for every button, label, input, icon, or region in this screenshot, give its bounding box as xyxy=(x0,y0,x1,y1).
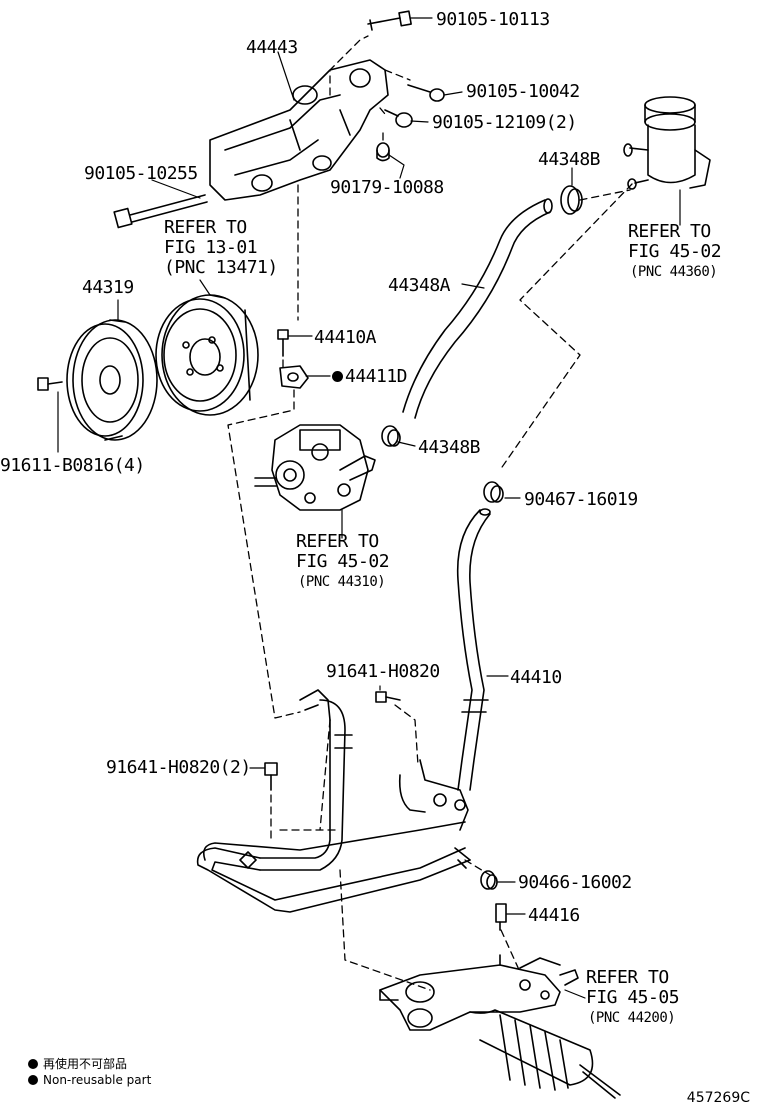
label-44348B-top: 44348B xyxy=(538,149,601,170)
label-44416: 44416 xyxy=(528,905,580,926)
dashed-leaders xyxy=(227,35,633,991)
bracket-44443 xyxy=(209,59,389,201)
bolt-90105-10042 xyxy=(407,84,445,102)
legend-text-en: Non-reusable part xyxy=(43,1073,152,1087)
bolt-91641-H0820 xyxy=(375,691,401,703)
bolt-90105-10255 xyxy=(113,194,208,229)
pump-44310 xyxy=(254,424,376,511)
label-pnc-13471: (PNC 13471) xyxy=(164,257,278,278)
label-91641-H0820-2: 91641-H0820(2) xyxy=(106,757,251,778)
hose-44348A xyxy=(402,198,553,419)
label-refer-to-1: REFER TO xyxy=(164,217,247,238)
label-90105-10113: 90105-10113 xyxy=(436,9,550,30)
label-fig-45-02-b: FIG 45-02 xyxy=(296,551,390,572)
label-44410: 44410 xyxy=(510,667,562,688)
label-44410A: 44410A xyxy=(314,327,377,348)
collar-90179-10088 xyxy=(376,142,390,162)
bullet-icon xyxy=(28,1075,38,1085)
label-44443: 44443 xyxy=(246,37,298,58)
bolt-91611-B0816 xyxy=(37,377,63,391)
figure-id: 457269C xyxy=(686,1090,750,1106)
label-refer-to-2: REFER TO xyxy=(628,221,711,242)
pressure-tube xyxy=(196,689,471,913)
leader-lines xyxy=(57,17,681,999)
label-refer-to-4: REFER TO xyxy=(586,967,669,988)
pulley-13471 xyxy=(155,294,259,416)
label-90179-10088: 90179-10088 xyxy=(330,177,444,198)
bolt-91641-H0820-2 xyxy=(264,762,278,791)
label-fig-45-02-a: FIG 45-02 xyxy=(628,241,722,262)
label-90105-12109: 90105-12109(2) xyxy=(432,112,577,133)
label-refer-to-3: REFER TO xyxy=(296,531,379,552)
label-pnc-44200: (PNC 44200) xyxy=(588,1010,676,1026)
label-fig-13-01: FIG 13-01 xyxy=(164,237,258,258)
bullet-icon xyxy=(28,1059,38,1069)
clamp-90467-16019 xyxy=(483,481,504,503)
label-90466-16002: 90466-16002 xyxy=(518,872,632,893)
label-91611-B0816: 91611-B0816(4) xyxy=(0,455,145,476)
reservoir-44360 xyxy=(623,96,711,190)
clamp-44348B-bottom xyxy=(381,425,401,447)
label-90467-16019: 90467-16019 xyxy=(524,489,638,510)
clamp-90466-16002 xyxy=(480,870,498,890)
legend-line-1: 再使用不可部品 xyxy=(28,1056,127,1072)
label-fig-45-05: FIG 45-05 xyxy=(586,987,680,1008)
clamp-44348B-top xyxy=(560,185,583,215)
pulley-44319 xyxy=(66,319,158,441)
label-44319: 44319 xyxy=(82,277,134,298)
bracket-44411D xyxy=(279,365,309,389)
bolt-90105-12109 xyxy=(384,109,413,128)
label-90105-10255: 90105-10255 xyxy=(84,163,198,184)
label-pnc-44310: (PNC 44310) xyxy=(298,574,386,590)
label-pnc-44360: (PNC 44360) xyxy=(630,264,718,280)
legend-line-2: Non-reusable part xyxy=(28,1072,151,1088)
bolt-44410A xyxy=(277,329,289,357)
label-44411D: 44411D xyxy=(332,366,408,387)
legend-text-jp: 再使用不可部品 xyxy=(43,1057,128,1071)
label-44348B-bottom: 44348B xyxy=(418,437,481,458)
label-44411D-text: 44411D xyxy=(345,366,408,387)
label-91641-H0820: 91641-H0820 xyxy=(326,661,440,682)
steering-gear-44200 xyxy=(379,954,621,1099)
label-90105-10042: 90105-10042 xyxy=(466,81,580,102)
bolt-90105-10113 xyxy=(367,10,412,31)
non-reusable-dot-icon xyxy=(332,371,343,382)
hose-44410 xyxy=(456,508,491,791)
label-44348A: 44348A xyxy=(388,275,451,296)
fitting-44416 xyxy=(495,903,507,931)
